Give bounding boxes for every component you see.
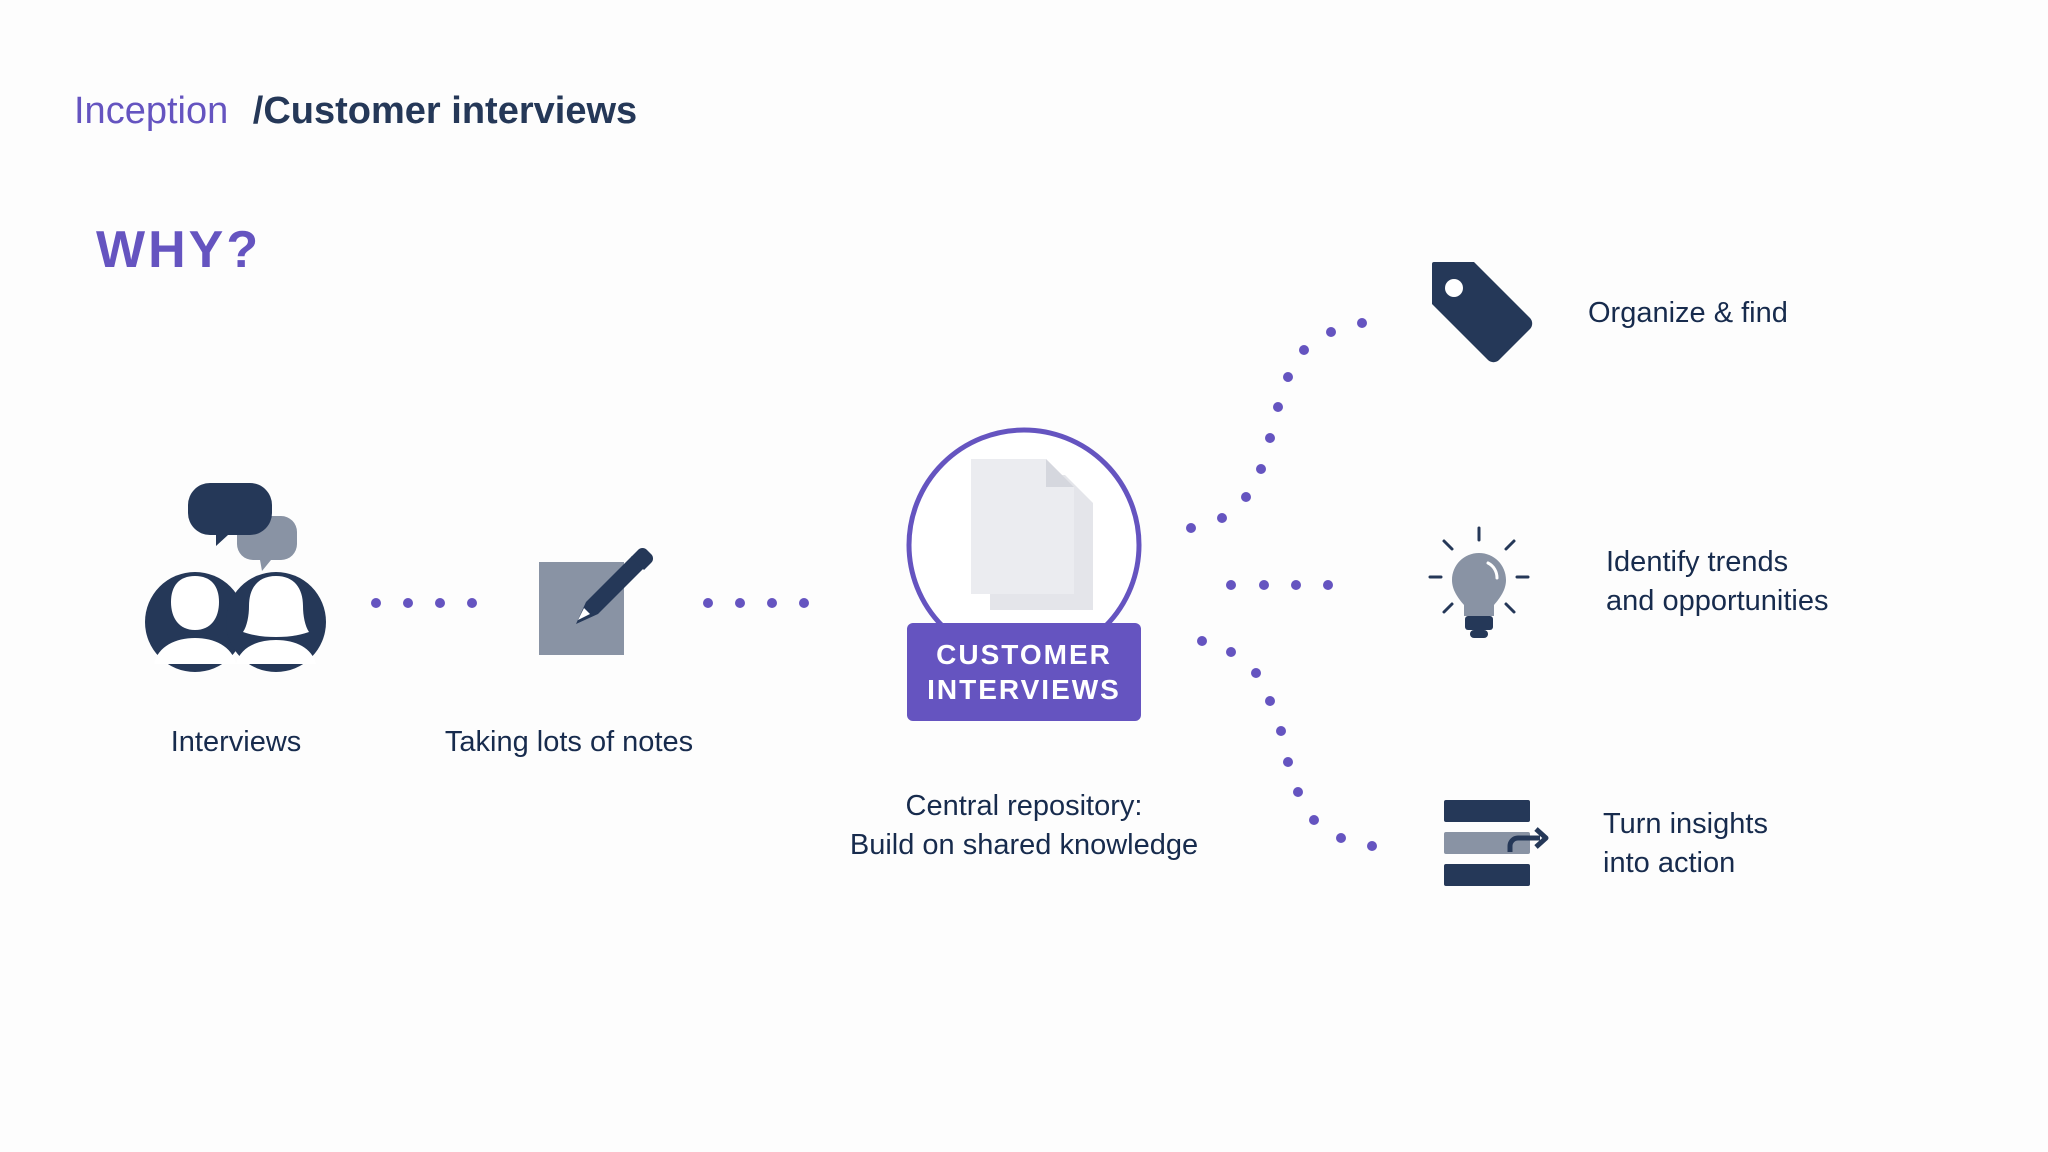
action-label-line-2: into action [1603,847,1736,879]
interviews-label: Interviews [170,726,302,758]
why-heading: WHY? [96,221,262,279]
badge-line-2: INTERVIEWS [927,674,1121,705]
action-label: Turn insights into action [1603,805,1768,883]
notes-label: Taking lots of notes [444,726,694,758]
repository-caption: Central repository: Build on shared know… [850,787,1198,865]
breadcrumb-separator: / [252,90,264,132]
connector-to-organize [1186,318,1367,533]
breadcrumb: Inception /Customer interviews [74,88,637,134]
documents-icon [906,427,1142,663]
notepad-pencil-icon [539,547,654,655]
speech-bubbles-icon [188,483,297,571]
badge-line-1: CUSTOMER [936,639,1112,670]
trends-label-line-2: and opportunities [1606,585,1829,617]
breadcrumb-current: Customer interviews [263,90,638,132]
tag-icon [1432,262,1533,363]
action-label-line-1: Turn insights [1603,808,1768,840]
customer-interviews-badge: CUSTOMER INTERVIEWS [907,623,1141,721]
organize-label: Organize & find [1588,297,1788,329]
lightbulb-body [1452,553,1506,638]
connector-notes-repository [703,598,809,608]
trends-label-line-1: Identify trends [1606,546,1789,578]
breadcrumb-parent[interactable]: Inception [74,90,229,132]
connector-to-trends [1226,580,1333,590]
lightbulb-icon [1428,526,1530,614]
trends-label: Identify trends and opportunities [1606,543,1829,621]
connector-to-action [1197,636,1377,851]
repository-caption-line-2: Build on shared knowledge [849,829,1199,861]
list-arrow-icon [1444,800,1549,886]
repository-caption-line-1: Central repository: [905,790,1143,822]
people-icon [145,572,326,672]
connector-interviews-notes [371,598,477,608]
